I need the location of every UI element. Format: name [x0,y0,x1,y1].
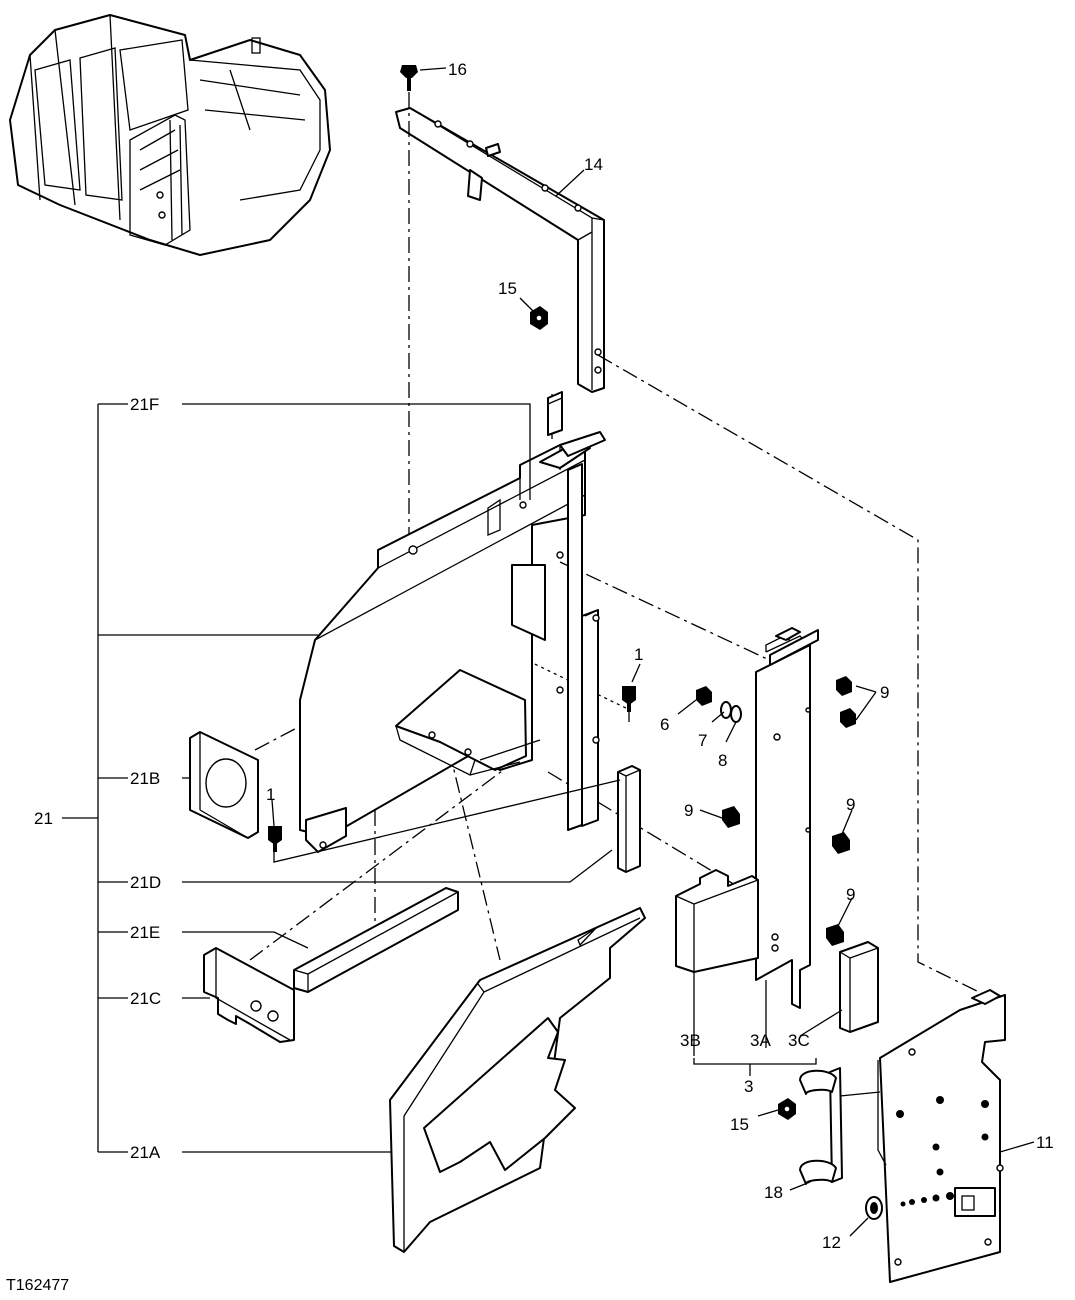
excavator-overview-illustration [9,14,331,256]
callout-16: 16 [448,60,467,79]
callout-leader-lines [62,67,1035,1237]
grommet-21B [189,731,259,839]
washer-8 [730,705,742,723]
grommet-12 [865,1196,883,1220]
bolt-16 [400,65,418,91]
callout-21B: 21B [130,769,160,788]
bolt-1-left [268,826,282,852]
pad-21D [617,765,641,873]
callout-9-mid-left: 9 [684,801,693,820]
callout-9-mid-right: 9 [846,795,855,814]
bolt-1-right [622,686,636,712]
callout-3: 3 [744,1077,753,1096]
callout-21A: 21A [130,1143,161,1162]
callout-8: 8 [718,751,727,770]
callout-15-lower: 15 [730,1115,749,1134]
callout-3A: 3A [750,1031,771,1050]
figure-id: T162477 [6,1277,69,1294]
bolt-6 [696,686,712,706]
callout-9-top: 9 [880,683,889,702]
callout-21: 21 [34,809,53,828]
bolt-9-top-2 [840,708,856,728]
callout-14: 14 [584,155,603,174]
bar-21E [293,887,459,993]
callout-3B: 3B [680,1031,701,1050]
callout-18: 18 [764,1183,783,1202]
nut-15-lower [778,1098,796,1120]
block-3B [675,869,759,973]
bracket-14 [395,107,605,393]
plate-21C [203,947,295,1043]
callout-21D: 21D [130,873,161,892]
callout-11: 11 [1036,1133,1054,1152]
callout-3C: 3C [788,1031,810,1050]
callout-15-upper: 15 [498,279,517,298]
callout-21C: 21C [130,989,161,1008]
callout-12: 12 [822,1233,841,1252]
bolt-9-top-1 [836,676,852,696]
bolt-9-mid-right [832,832,850,854]
washer-7 [720,701,732,719]
bolt-9-mid-left [722,806,740,828]
clamp-18 [799,1067,881,1185]
callout-1-right: 1 [634,645,643,664]
cover-21A [389,907,646,1253]
pad-3C [839,941,879,1033]
callout-6: 6 [660,715,669,734]
callout-7: 7 [698,731,707,750]
callout-9-bottom: 9 [846,885,855,904]
pad-21F [547,391,563,436]
callout-1-left: 1 [266,785,275,804]
callout-21E: 21E [130,923,160,942]
panel-11 [877,989,1006,1283]
bolt-9-bottom [826,924,844,946]
plate-3A [755,627,819,1009]
housing-21 [299,431,606,853]
callout-labels: 16 14 15 21F 1 9 6 7 8 21B 1 9 9 21 21D … [6,60,1054,1294]
nut-15-upper [530,306,548,330]
callout-21F: 21F [130,395,159,414]
